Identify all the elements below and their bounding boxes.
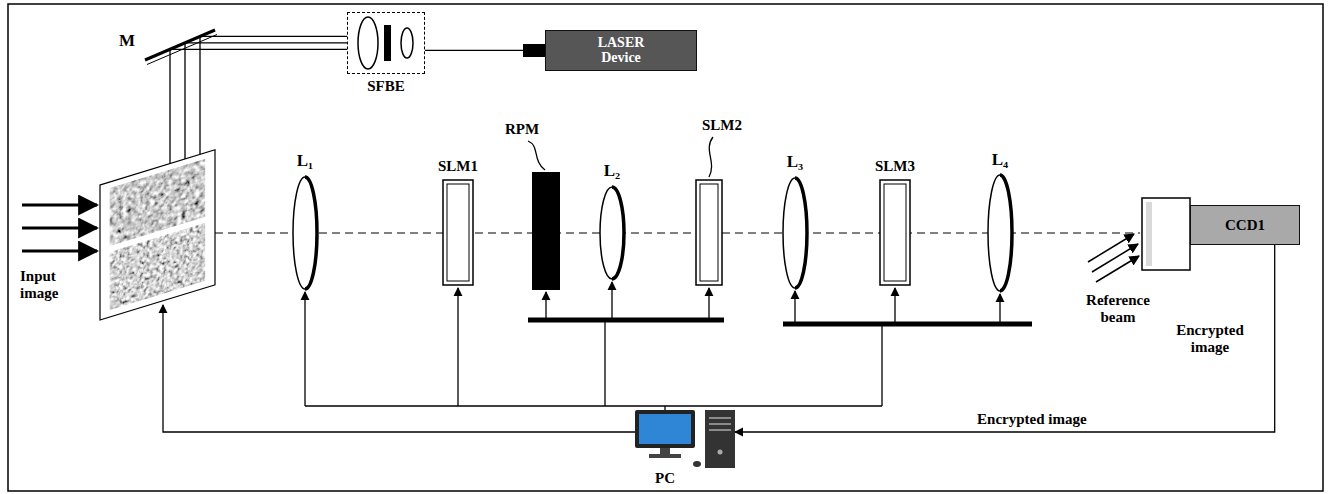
ccd-camera-box: CCD1 [1190,205,1300,245]
node-label: CCD1 [1225,217,1265,234]
label-holder: Input image [20,268,82,301]
label-holder: L₄ [992,151,1008,170]
input-label: Input image [20,268,82,301]
lens-label: L₁ [297,152,313,171]
beam-label: Reference beam [1076,292,1160,325]
input-image-texture [110,223,205,310]
node-label: LASER Device [588,35,654,66]
slm-panel [443,180,473,285]
drive-bay [709,417,731,419]
control-arrow [894,288,895,322]
ccd-sensor-face [1146,202,1152,266]
mask-label: RPM [505,121,539,138]
slm-inner [447,184,469,281]
control-arrow [545,292,546,318]
lens-edge [1000,175,1012,291]
computer-node: PC [635,410,735,487]
monitor [635,410,695,448]
node-label: SFBE [347,78,425,95]
control-bar [528,318,724,323]
leader-line [528,141,545,170]
edge-label-holder: Encrypted image [974,411,1090,428]
slm-panel [880,180,910,285]
spatial-filter [384,25,391,61]
control-arrow [457,288,458,406]
expander-lens [358,17,378,69]
dashed-housing [347,12,425,74]
control-wire [604,320,605,406]
reference-ray [1092,244,1138,272]
control-arrow [999,294,1000,322]
drive-bay [709,429,731,431]
lens [293,177,317,289]
control-arrow [708,288,709,318]
label-holder: SLM1 [438,158,478,175]
slm-inner [700,184,718,281]
ccd-sensor [1142,198,1190,270]
lens-edge [305,177,317,289]
control-bar [783,322,1032,327]
control-arrow [794,291,795,322]
power-button [718,450,723,455]
input-arrow [22,250,97,253]
beam-expander: SFBE [347,12,425,95]
label-holder: RPM [505,121,539,138]
input-plane [100,150,215,320]
monitor-stand [660,448,670,454]
input-arrow [22,204,97,207]
label-holder: L₃ [787,153,803,172]
slm-label: SLM1 [438,158,478,175]
monitor-screen [639,414,691,444]
control-wire [881,324,882,406]
input-plane-frame [100,150,215,320]
lens [988,175,1012,291]
label-holder: Reference beam [1076,292,1160,325]
control-arrow [611,282,612,318]
signal-label: Encrypted image [1164,322,1256,355]
laser-box: LASER Device [545,30,697,71]
slm-panel [696,180,722,285]
lens-edge [795,178,807,288]
monitor-base [649,454,681,458]
label-holder: SLM2 [702,117,742,134]
control-wire [664,406,665,410]
leader-line [709,137,713,177]
label-holder: Encrypted image [1164,322,1256,355]
label-holder: L₂ [604,162,620,181]
control-wire [163,305,635,432]
lens-label: L₂ [604,162,620,181]
lens [600,187,624,279]
label-holder: SLM3 [875,158,915,175]
input-arrow [22,227,97,230]
connector [425,50,545,51]
slm-label: SLM3 [875,158,915,175]
node-label: PC [635,470,695,487]
lens [783,178,807,288]
control-bus [305,405,882,406]
lens-edge [612,187,624,279]
mirror [145,30,215,60]
light-beam [200,36,347,168]
edge-label: Encrypted image [974,411,1090,428]
outer-border [8,4,1323,491]
mouse [693,461,701,467]
label-holder: L₁ [297,152,313,171]
drive-bay [709,423,731,425]
reference-ray [1088,234,1134,262]
pc-tower [705,410,735,468]
label-holder: M [119,32,135,51]
control-arrow [304,292,305,406]
phase-mask [532,172,560,290]
lens-label: L₃ [787,153,803,172]
mirror-label: M [119,32,135,51]
lens-label: L₄ [992,151,1008,170]
slm-inner [884,184,906,281]
collimating-lens [401,28,413,58]
reference-ray [1096,256,1139,282]
slm-label: SLM2 [702,117,742,134]
connector [735,245,1275,432]
